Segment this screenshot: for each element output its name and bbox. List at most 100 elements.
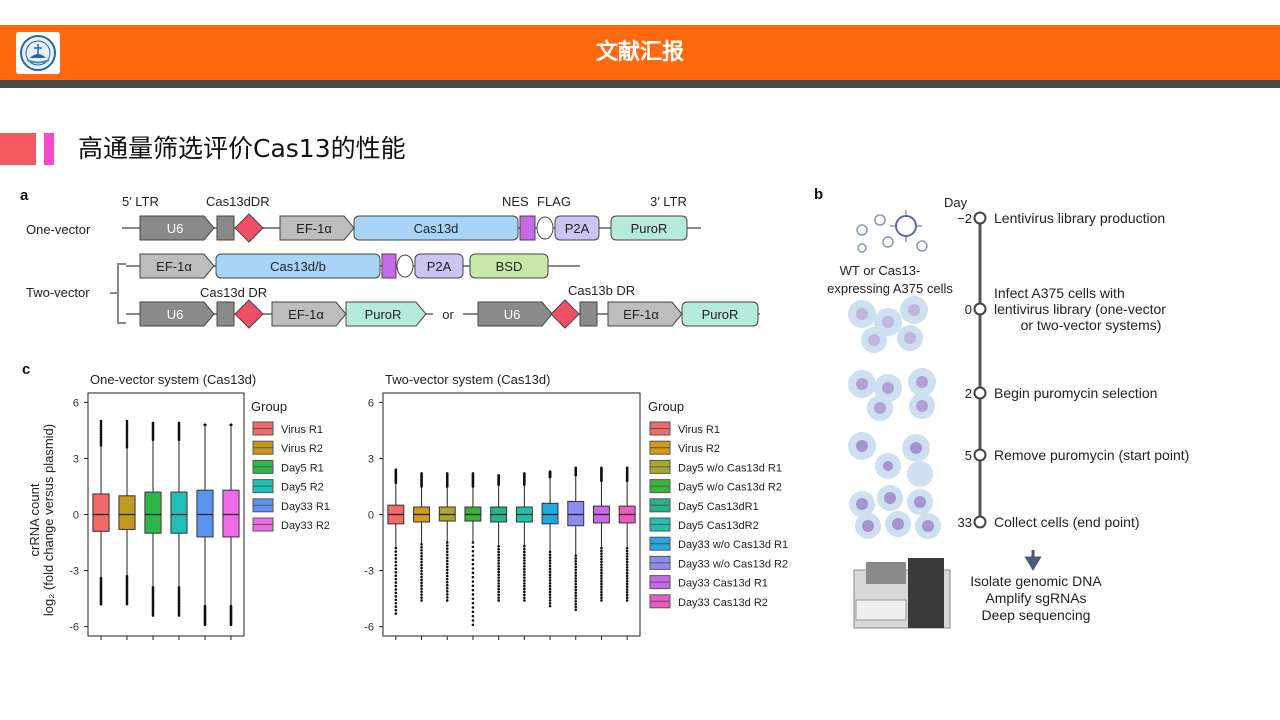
outlier-point — [99, 432, 103, 436]
outlier-point — [625, 590, 629, 594]
timeline-node — [973, 386, 987, 400]
outlier-point — [523, 556, 526, 559]
outlier-point — [99, 419, 103, 423]
timeline-step-text: or two-vector systems) — [1021, 317, 1162, 333]
outlier-point — [497, 579, 500, 582]
outlier-point — [497, 564, 500, 568]
outlier-point — [394, 588, 398, 591]
cas13d-dr-label: Cas13d DR — [200, 285, 267, 300]
outlier-point — [497, 544, 500, 548]
y-tick-label: 6 — [73, 397, 79, 409]
outlier-point — [394, 574, 398, 577]
header-bar: 文献汇报 — [0, 25, 1280, 80]
panel-b-timeline: b Day WT or Cas13- expressing A375 cells — [814, 186, 1189, 629]
one-vector-label: One-vector — [26, 222, 91, 237]
outlier-point — [394, 577, 398, 581]
outlier-point — [497, 570, 500, 574]
outlier-point — [420, 554, 423, 558]
outlier-point — [125, 439, 129, 443]
timeline-day-label: 2 — [965, 386, 972, 401]
y-axis-label-line2: log₂ (fold change versus plasmid) — [41, 424, 56, 616]
outlier-point — [445, 559, 449, 563]
outlier-point — [125, 435, 129, 439]
outlier-point — [523, 582, 526, 585]
outlier-point — [600, 582, 603, 586]
outlier-point — [394, 605, 398, 608]
outlier-point — [394, 584, 398, 588]
outlier-point — [445, 571, 449, 575]
box-day33-w-o-cas13d-r2 — [567, 500, 585, 527]
outlier-point — [420, 563, 423, 567]
panel-c-letter: c — [22, 361, 30, 378]
u6-element: U6 — [139, 301, 215, 327]
outlier-point — [99, 427, 103, 430]
flag-element — [536, 216, 554, 240]
outlier-point — [574, 554, 578, 557]
outlier-point — [99, 436, 103, 440]
ltr3-label: 3′ LTR — [650, 194, 687, 209]
outlier-point — [471, 571, 475, 575]
outlier-point — [497, 596, 500, 599]
two-vector-label: Two-vector — [26, 285, 90, 300]
outlier-point — [497, 582, 500, 585]
outlier-point — [600, 566, 603, 569]
cas13d-element: Cas13d — [353, 215, 519, 241]
outlier-point — [523, 562, 526, 565]
outlier-point — [574, 574, 578, 577]
outlier-point — [420, 551, 423, 555]
outlier-point — [445, 593, 449, 596]
svg-text:EF-1α: EF-1α — [288, 307, 324, 322]
outlier-point — [600, 577, 603, 580]
outlier-point — [471, 584, 475, 588]
outlier-point — [600, 574, 603, 577]
chart-title: Two-vector system (Cas13d) — [385, 372, 550, 387]
outlier-point — [125, 419, 129, 423]
y-tick-label: 0 — [368, 510, 374, 522]
direct-repeat-diamond — [234, 213, 264, 243]
outlier-point — [625, 574, 629, 577]
outlier-point — [548, 553, 552, 557]
outlier-point — [625, 577, 629, 580]
ef1a-element: EF-1α — [271, 301, 347, 327]
outlier-point — [600, 549, 603, 553]
cas13b-dr-label: Cas13b DR — [568, 283, 635, 298]
outlier-point — [497, 599, 500, 602]
outlier-point — [600, 571, 603, 575]
outlier-point — [125, 602, 129, 606]
svg-text:Cas13d: Cas13d — [414, 221, 459, 236]
box-day33-r1 — [196, 489, 214, 538]
puror-element: PuroR — [345, 301, 427, 327]
outlier-point — [600, 599, 603, 602]
outlier-point — [548, 579, 552, 582]
outlier-point — [471, 623, 475, 627]
y-tick-label: -3 — [364, 566, 374, 578]
down-arrow-icon — [1024, 550, 1042, 571]
outlier-point — [523, 570, 526, 574]
outlier-point — [203, 423, 207, 427]
outlier-point — [497, 587, 500, 591]
outlier-point — [445, 562, 449, 566]
ef1a-element: EF-1α — [279, 215, 355, 241]
outlier-point — [574, 599, 578, 603]
outlier-point — [394, 468, 398, 471]
svg-text:BSD: BSD — [496, 259, 523, 274]
outlier-point — [600, 546, 603, 550]
panel-c-boxplots: c crRNA count log₂ (fold change versus p… — [22, 361, 788, 640]
outlier-point — [548, 587, 552, 591]
outlier-point — [497, 562, 500, 565]
outlier-point — [523, 553, 526, 557]
outlier-point — [523, 587, 526, 591]
outlier-point — [471, 593, 475, 596]
outlier-point — [394, 612, 398, 615]
sequencer-machine-icon — [853, 558, 951, 629]
outlier-point — [177, 421, 181, 425]
outlier-point — [625, 582, 629, 586]
outlier-point — [625, 568, 629, 572]
outlier-point — [497, 573, 500, 577]
svg-text:U6: U6 — [167, 221, 184, 236]
outlier-point — [99, 438, 103, 442]
legend-label: Day33 w/o Cas13d R2 — [678, 558, 788, 570]
outlier-point — [625, 593, 629, 597]
timeline-step-text: Begin puromycin selection — [994, 385, 1157, 401]
outlier-point — [625, 466, 629, 470]
